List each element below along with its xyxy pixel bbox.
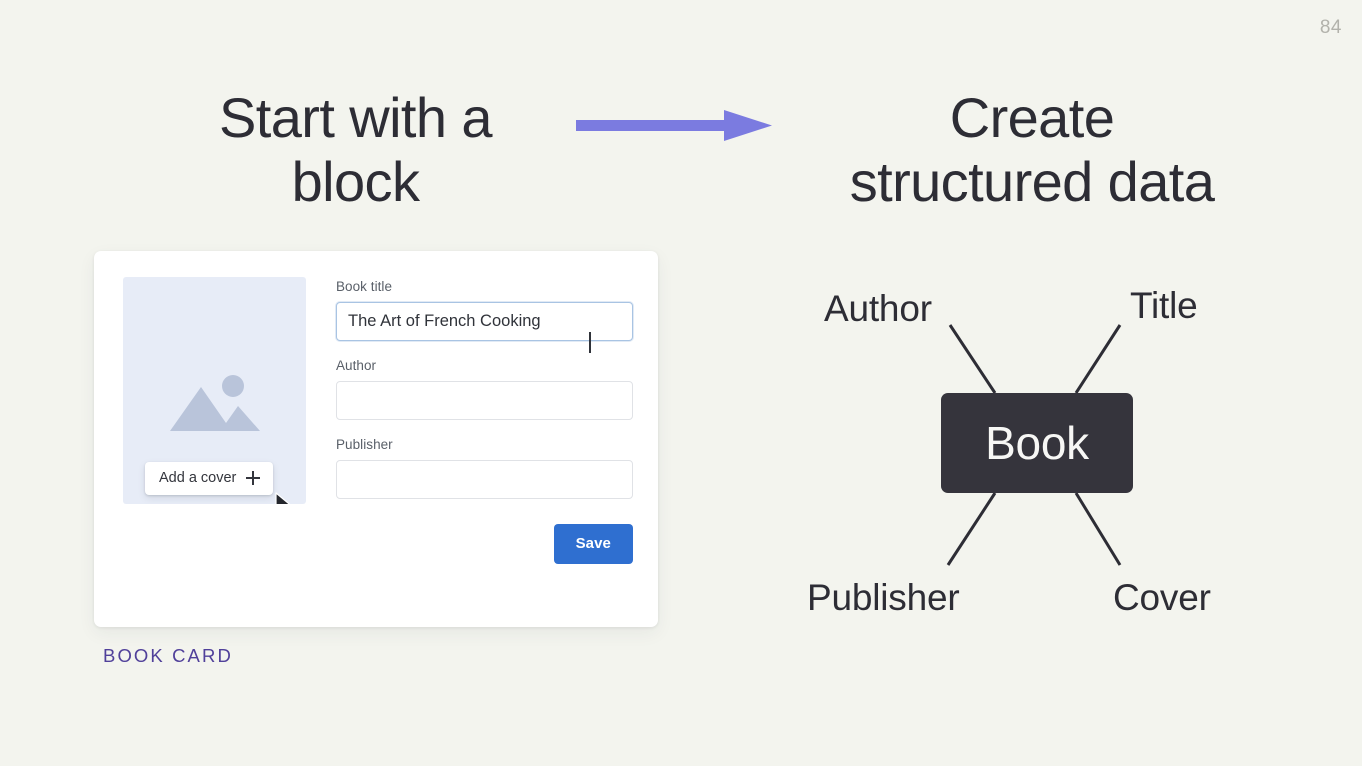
book-card-caption: BOOK CARD [103, 645, 233, 666]
heading-create-structured-data: Create structured data [849, 86, 1215, 213]
save-row: Save [336, 524, 633, 564]
field-label-publisher: Publisher [336, 437, 393, 452]
right-arrow-icon [576, 109, 772, 142]
page-number: 84 [1319, 17, 1342, 38]
diagram-label-title: Title [1130, 285, 1198, 326]
field-label-book-title: Book title [336, 279, 393, 294]
field-group-book-title: Book title [336, 279, 633, 353]
mouse-cursor-icon [275, 492, 294, 504]
book-title-input[interactable] [336, 302, 633, 341]
author-input[interactable] [336, 381, 633, 420]
connector-line-cover [1074, 492, 1122, 566]
plus-icon [246, 471, 261, 485]
field-group-author: Author [336, 358, 633, 420]
book-form: Book title Author Publisher Save [336, 279, 633, 564]
book-card: Add a cover Book title Author [94, 251, 658, 627]
diagram-label-publisher: Publisher [807, 577, 960, 618]
field-group-publisher: Publisher [336, 437, 633, 499]
save-button[interactable]: Save [553, 524, 633, 564]
text-caret [589, 332, 591, 353]
field-label-author: Author [336, 358, 377, 373]
connector-line-publisher [946, 492, 997, 566]
book-node-box [941, 393, 1133, 493]
publisher-input[interactable] [336, 460, 633, 499]
diagram-label-author: Author [824, 288, 932, 329]
connector-line-author [948, 324, 997, 394]
cover-placeholder[interactable]: Add a cover [123, 277, 306, 504]
connector-line-title [1074, 324, 1122, 394]
diagram-label-cover: Cover [1113, 577, 1211, 618]
add-a-cover-button[interactable]: Add a cover [145, 462, 274, 495]
structured-data-diagram [780, 270, 1280, 640]
heading-start-with-a-block: Start with a block [219, 86, 493, 213]
add-a-cover-label: Add a cover [159, 470, 237, 486]
image-placeholder-icon [168, 373, 262, 440]
